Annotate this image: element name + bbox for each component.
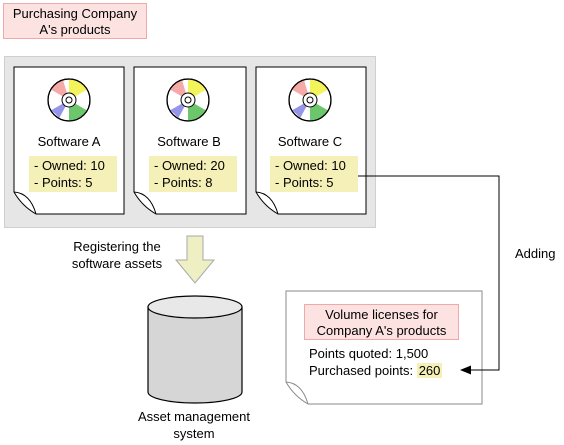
register-caption: Registering the software assets	[60, 238, 174, 272]
purchased-points-label: Purchased points:	[309, 363, 414, 378]
asset-system-caption: Asset management system	[124, 408, 264, 442]
purchased-points-value: 260	[416, 363, 443, 378]
database-cylinder	[147, 295, 243, 404]
adding-label: Adding	[515, 246, 556, 261]
software-b-label: Software B	[157, 134, 221, 149]
software-b-owned: - Owned: 20	[154, 158, 225, 173]
software-a-label: Software A	[37, 134, 101, 149]
software-b-data: - Owned: 20 - Points: 8	[149, 156, 237, 192]
license-title-line2: Company A's products	[316, 323, 447, 338]
disc-icon	[47, 78, 91, 122]
software-b-points: - Points: 8	[154, 175, 213, 190]
software-a-points: - Points: 5	[34, 175, 93, 190]
purchasing-title-line1: Purchasing Company	[12, 6, 138, 21]
points-quoted: Points quoted: 1,500	[309, 346, 429, 361]
register-caption-line1: Registering the	[73, 239, 161, 254]
purchasing-title-line2: A's products	[39, 22, 111, 37]
disc-icon	[288, 78, 332, 122]
software-c-label: Software C	[277, 134, 343, 149]
software-c-owned: - Owned: 10	[275, 158, 346, 173]
register-arrow	[174, 235, 216, 284]
asset-system-line1: Asset management	[137, 409, 250, 424]
arrowhead-icon	[460, 365, 471, 375]
license-title-line1: Volume licenses for	[325, 307, 438, 322]
software-c-data: - Owned: 10 - Points: 5	[270, 156, 358, 192]
adding-connector	[357, 175, 500, 371]
purchased-points-row: Purchased points: 260	[309, 362, 443, 379]
asset-system-line2: system	[173, 426, 215, 441]
software-a-owned: - Owned: 10	[34, 158, 105, 173]
purchasing-title: Purchasing Company A's products	[3, 3, 147, 39]
disc-icon	[166, 78, 210, 122]
license-title: Volume licenses for Company A's products	[304, 304, 459, 340]
register-caption-line2: software assets	[71, 256, 163, 271]
software-c-points: - Points: 5	[275, 175, 334, 190]
software-a-data: - Owned: 10 - Points: 5	[29, 156, 117, 192]
